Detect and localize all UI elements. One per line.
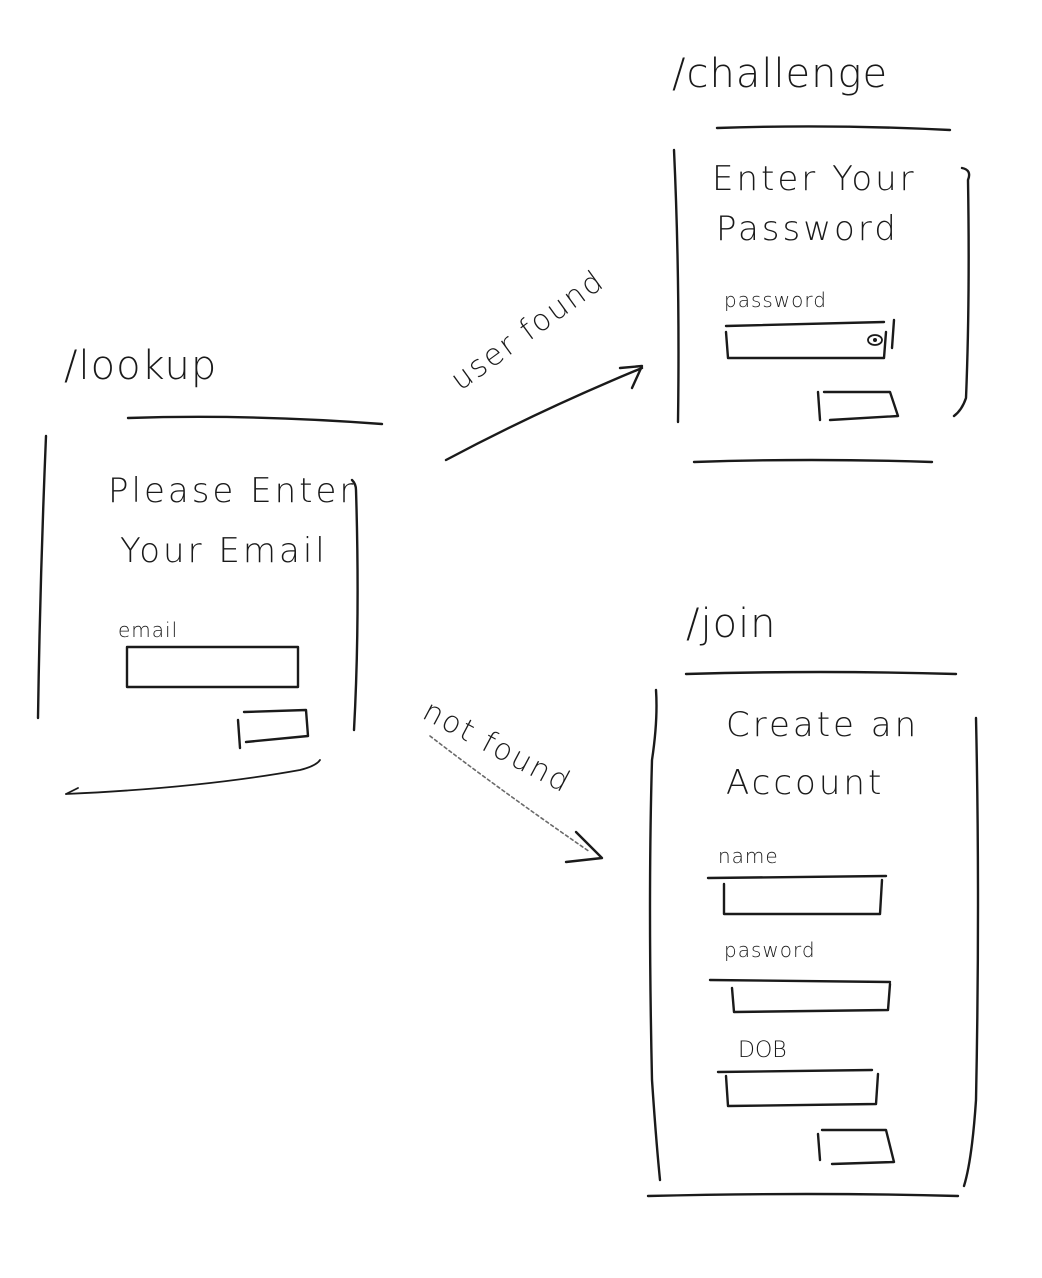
join-password-input[interactable] — [708, 978, 892, 1014]
join-screen-frame — [646, 670, 980, 1198]
challenge-submit-button[interactable] — [816, 390, 900, 422]
eye-icon[interactable] — [867, 334, 883, 346]
join-dob-input[interactable] — [716, 1068, 880, 1108]
challenge-heading-line2: Password — [716, 209, 899, 249]
join-name-input[interactable] — [706, 874, 888, 916]
lookup-screen-frame — [36, 415, 384, 795]
lookup-heading-line1: Please Enter — [108, 471, 357, 511]
join-password-label: pasword — [724, 938, 816, 962]
challenge-password-label: password — [724, 288, 827, 312]
challenge-screen-frame — [672, 125, 971, 464]
challenge-input-edge — [890, 318, 896, 350]
lookup-email-label: email — [118, 618, 179, 642]
join-name-label: name — [718, 844, 779, 868]
challenge-route-label: /challenge — [672, 51, 889, 97]
arrow-user-found — [444, 364, 644, 462]
join-heading-line2: Account — [726, 763, 885, 803]
lookup-heading-line2: Your Email — [120, 531, 328, 571]
lookup-email-input[interactable] — [125, 645, 300, 689]
join-submit-button[interactable] — [816, 1128, 896, 1166]
arrow-not-found — [429, 735, 604, 864]
lookup-submit-button[interactable] — [236, 708, 310, 750]
join-dob-label: DOB — [738, 1038, 787, 1063]
join-route-label: /join — [686, 601, 777, 647]
challenge-heading-line1: Enter Your — [712, 159, 917, 199]
challenge-password-input[interactable] — [724, 320, 888, 360]
join-heading-line1: Create an — [726, 705, 920, 745]
lookup-route-label: /lookup — [64, 343, 218, 389]
